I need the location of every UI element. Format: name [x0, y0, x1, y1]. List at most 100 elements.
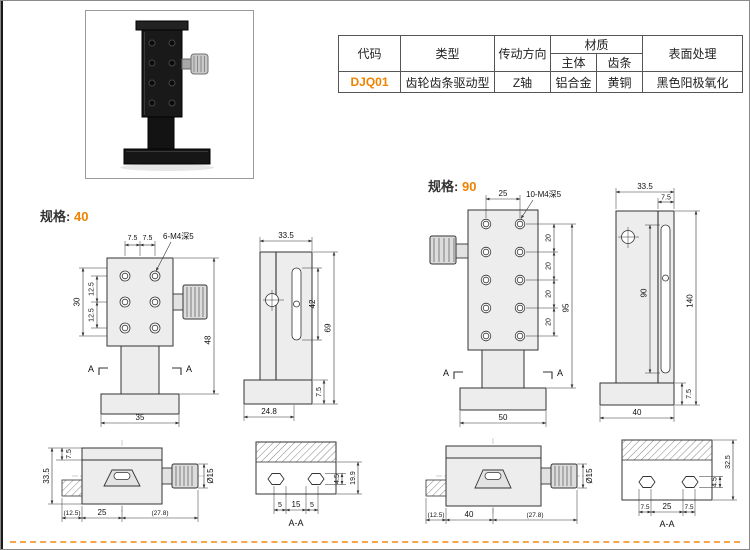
- dim-label: 24.8: [261, 407, 277, 416]
- dim-label: 5: [310, 502, 314, 509]
- dim-label: 40: [465, 510, 474, 519]
- dim-label: 25: [98, 508, 107, 517]
- dim-label: 4.5: [712, 477, 719, 487]
- dim-label: 7.5: [66, 449, 73, 459]
- dim-label: (27.8): [527, 512, 544, 519]
- spec90-section-view: 4.5 32.5 7.5 25 7.5 A-A: [621, 439, 737, 529]
- front-view-dimensions: 7.5 7.5 6-M4深5 12.5 12.5 30 48 35 A A: [73, 232, 219, 427]
- spec90-bottom-view: Ø15 (12.5) 40 (27.8): [425, 438, 594, 524]
- dim-label: 33.5: [42, 468, 51, 484]
- section-mark: A: [443, 368, 449, 378]
- side-view-dimensions: 33.5 42 69 24.8 7.5: [243, 231, 338, 421]
- dim-label: 12.5: [89, 282, 96, 296]
- dim-label: 140: [686, 294, 695, 308]
- mounting-holes: [119, 270, 161, 334]
- dim-label: 32.5: [725, 455, 732, 469]
- spec90-label-text: 规格:: [428, 179, 459, 194]
- cell-material-body: 铝合金: [550, 71, 597, 93]
- dim-label: 7.5: [143, 235, 153, 242]
- section-title: A-A: [659, 519, 674, 529]
- dim-label: 7.5: [640, 504, 649, 511]
- spec90-label: 规格: 90: [428, 176, 476, 195]
- cell-product-code: DJQ01: [338, 71, 401, 93]
- section-mark: A: [186, 364, 192, 374]
- page-left-edge: [0, 0, 3, 550]
- drive-knob: [550, 463, 578, 489]
- spec40-front-view: 7.5 7.5 6-M4深5 12.5 12.5 30 48 35 A A: [73, 232, 219, 427]
- table-header-material-rack: 齿条: [596, 53, 643, 72]
- dim-label: Ø15: [206, 468, 215, 484]
- dim-label: 33.5: [637, 183, 653, 191]
- product-photo: [120, 20, 214, 171]
- thread-note: 6-M4深5: [163, 232, 194, 241]
- bottom-view-geometry: [425, 438, 590, 514]
- dim-label: (27.8): [152, 510, 169, 517]
- rack-block: [425, 479, 447, 497]
- drive-knob: [182, 284, 208, 320]
- dim-label: 7.5: [128, 235, 138, 242]
- cell-surface: 黑色阳极氧化: [642, 71, 743, 93]
- section-mark: A: [88, 364, 94, 374]
- dim-label: 25: [663, 502, 672, 511]
- dim-label: 7.5: [316, 387, 323, 397]
- dim-label: 19.9: [350, 471, 357, 485]
- spec-table: 代码 类型 传动方向 材质 表面处理 主体 齿条 DJQ01 齿轮齿条驱动型 Z…: [338, 35, 743, 93]
- dim-label: 40: [633, 408, 642, 417]
- dim-label: 95: [562, 303, 571, 312]
- dim-label: 7.5: [684, 504, 693, 511]
- section-dimensions: 4.5 32.5 7.5 25 7.5 A-A: [638, 439, 737, 529]
- dim-label: 25: [499, 189, 508, 198]
- side-view-geometry: [243, 251, 313, 405]
- bottom-view-geometry: [61, 440, 212, 512]
- dim-label: 42: [308, 299, 317, 308]
- bottom-view-dimensions: Ø15 33.5 7.5 (12.5) 25 (27.8): [42, 447, 215, 522]
- spec90-front-view: 25 10-M4深5 20 20 20 20 95 50 A A: [429, 189, 576, 427]
- front-view-dimensions: 25 10-M4深5 20 20 20 20 95 50 A A: [443, 189, 576, 427]
- spec40-section-view: 4.5 19.9 5 15 5 A-A: [255, 441, 362, 528]
- dim-label: 5: [278, 502, 282, 509]
- photo-shadow: [120, 164, 214, 171]
- table-header-code: 代码: [338, 35, 401, 72]
- rack-block: [61, 479, 83, 497]
- table-header-type: 类型: [400, 35, 495, 72]
- dim-label: 35: [136, 413, 145, 422]
- section-geometry: [255, 441, 337, 495]
- dim-label: Ø15: [585, 468, 594, 484]
- page-bottom-divider: [10, 541, 740, 543]
- side-view-dimensions: 33.5 7.5 90 140 40 7.5: [599, 183, 700, 422]
- spec40-label-value: 40: [73, 209, 89, 224]
- section-dimensions: 4.5 19.9 5 15 5 A-A: [273, 461, 362, 528]
- dim-label: 20: [546, 234, 553, 242]
- side-view-geometry: [599, 210, 675, 406]
- dim-label: 69: [324, 323, 333, 332]
- table-header-surface: 表面处理: [642, 35, 743, 72]
- drive-knob: [171, 463, 199, 489]
- section-mark: A: [557, 368, 563, 378]
- cell-direction: Z轴: [494, 71, 551, 93]
- dim-label: 20: [546, 290, 553, 298]
- spec40-bottom-view: Ø15 33.5 7.5 (12.5) 25 (27.8): [42, 440, 215, 522]
- spec90-label-value: 90: [461, 179, 477, 194]
- dim-label: 50: [499, 413, 508, 422]
- spec40-side-view: 33.5 42 69 24.8 7.5: [243, 231, 338, 421]
- dim-label: 30: [73, 297, 82, 306]
- photo-holes: [148, 39, 176, 107]
- spec40-label: 规格: 40: [40, 206, 88, 225]
- dim-label: 20: [546, 262, 553, 270]
- section-geometry: [621, 439, 713, 501]
- dim-label: 4.5: [334, 474, 341, 484]
- table-header-material: 材质: [550, 35, 643, 54]
- dim-label: 33.5: [278, 231, 294, 240]
- dim-label: 20: [546, 318, 553, 326]
- dim-label: 15: [292, 500, 301, 509]
- cell-material-rack: 黄铜: [596, 71, 643, 93]
- dim-label: 7.5: [661, 195, 671, 202]
- stage-body: [123, 20, 211, 165]
- dim-label: 90: [640, 288, 649, 297]
- table-header-direction: 传动方向: [494, 35, 551, 72]
- table-header-material-body: 主体: [550, 53, 597, 72]
- dim-label: (12.5): [64, 510, 81, 517]
- cell-type: 齿轮齿条驱动型: [400, 71, 495, 93]
- section-title: A-A: [288, 518, 303, 528]
- thread-note: 10-M4深5: [526, 190, 562, 199]
